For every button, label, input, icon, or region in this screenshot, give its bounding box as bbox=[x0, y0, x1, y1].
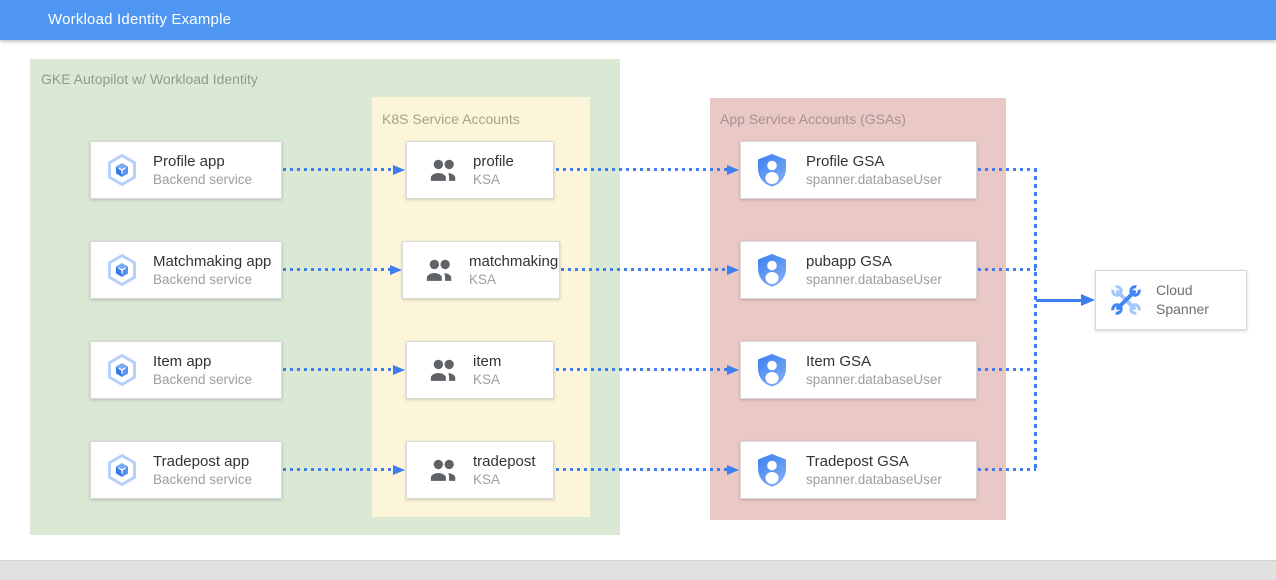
connector-app-ksa-3 bbox=[283, 368, 393, 371]
connector-ksa-gsa-4 bbox=[556, 468, 727, 471]
node-title: Profile app bbox=[153, 152, 225, 170]
gke-container-title: GKE Autopilot w/ Workload Identity bbox=[41, 71, 258, 87]
arrowhead-icon bbox=[393, 365, 405, 375]
node-title: pubapp GSA bbox=[806, 252, 892, 270]
ksa-container-title: K8S Service Accounts bbox=[382, 111, 520, 127]
shield-user-icon bbox=[755, 452, 789, 488]
connector-merge-spanner bbox=[1036, 299, 1082, 302]
page-title: Workload Identity Example bbox=[48, 11, 232, 28]
arrowhead-icon bbox=[393, 465, 405, 475]
gke-hexagon-icon bbox=[104, 252, 140, 288]
arrowhead-icon bbox=[1081, 294, 1095, 306]
gke-hexagon-icon bbox=[104, 452, 140, 488]
people-icon bbox=[429, 158, 459, 183]
node-title: tradepost bbox=[473, 452, 536, 470]
node-subtitle: spanner.databaseUser bbox=[806, 371, 942, 387]
arrowhead-icon bbox=[390, 265, 402, 275]
node-title: Item app bbox=[153, 352, 212, 370]
connector-ksa-gsa-3 bbox=[556, 368, 727, 371]
gke-hexagon-icon bbox=[104, 352, 140, 388]
node-title: Item GSA bbox=[806, 352, 872, 370]
connector-app-ksa-1 bbox=[283, 168, 393, 171]
node-subtitle: Backend service bbox=[153, 471, 253, 487]
title-bar: Workload Identity Example bbox=[0, 0, 1276, 40]
shield-user-icon bbox=[755, 252, 789, 288]
node-subtitle: KSA bbox=[469, 271, 497, 287]
connector-gsa-merge-1 bbox=[978, 168, 1036, 171]
people-icon bbox=[429, 458, 459, 483]
connector-app-ksa-2 bbox=[283, 268, 390, 271]
node-title: item bbox=[473, 352, 502, 370]
connector-gsa-merge-2 bbox=[978, 268, 1036, 271]
node-subtitle: spanner.databaseUser bbox=[806, 171, 942, 187]
node-subtitle: KSA bbox=[473, 171, 501, 187]
shield-user-icon bbox=[755, 152, 789, 188]
node-title: Cloud Spanner bbox=[1156, 282, 1209, 317]
node-title: Profile GSA bbox=[806, 152, 885, 170]
node-title: matchmaking bbox=[469, 252, 559, 270]
bottom-bar bbox=[0, 560, 1276, 580]
node-subtitle: spanner.databaseUser bbox=[806, 471, 942, 487]
node-subtitle: Backend service bbox=[153, 371, 253, 387]
connector-ksa-gsa-1 bbox=[556, 168, 727, 171]
spanner-wrench-icon bbox=[1109, 283, 1143, 317]
connector-merge-vertical bbox=[1034, 168, 1037, 471]
cloud-spanner-node[interactable]: Cloud Spanner bbox=[1095, 270, 1247, 330]
node-title: Tradepost app bbox=[153, 452, 250, 470]
arrowhead-icon bbox=[727, 465, 739, 475]
node-subtitle: KSA bbox=[473, 371, 501, 387]
arrowhead-icon bbox=[727, 265, 739, 275]
connector-app-ksa-4 bbox=[283, 468, 393, 471]
shield-user-icon bbox=[755, 352, 789, 388]
node-subtitle: KSA bbox=[473, 471, 501, 487]
people-icon bbox=[425, 258, 455, 283]
people-icon bbox=[429, 358, 459, 383]
connector-gsa-merge-4 bbox=[978, 468, 1036, 471]
node-subtitle: Backend service bbox=[153, 271, 253, 287]
node-title: Tradepost GSA bbox=[806, 452, 909, 470]
gke-hexagon-icon bbox=[104, 152, 140, 188]
gsa-container-title: App Service Accounts (GSAs) bbox=[720, 111, 906, 127]
node-subtitle: spanner.databaseUser bbox=[806, 271, 942, 287]
node-title: Matchmaking app bbox=[153, 252, 272, 270]
connector-gsa-merge-3 bbox=[978, 368, 1036, 371]
arrowhead-icon bbox=[393, 165, 405, 175]
node-title: profile bbox=[473, 152, 514, 170]
connector-ksa-gsa-2 bbox=[561, 268, 727, 271]
arrowhead-icon bbox=[727, 165, 739, 175]
arrowhead-icon bbox=[727, 365, 739, 375]
node-subtitle: Backend service bbox=[153, 171, 253, 187]
